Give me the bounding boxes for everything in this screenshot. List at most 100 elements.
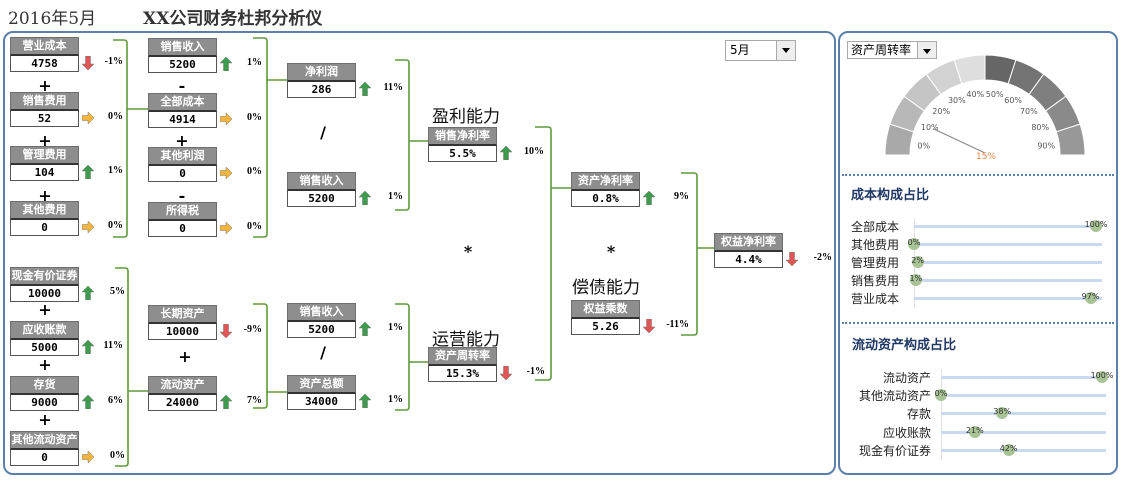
- node-change: 1%: [388, 394, 403, 405]
- node-change: 10%: [524, 146, 544, 157]
- node-value: 24000: [148, 395, 217, 411]
- asset_chart-value-label: 21%: [965, 425, 984, 435]
- month-select[interactable]: 5月: [725, 40, 796, 61]
- node-change: 0%: [247, 112, 262, 123]
- node-value: 10000: [10, 286, 79, 302]
- node-change: -1%: [526, 366, 545, 377]
- operator-plus: +: [175, 131, 189, 150]
- node-label: 销售收入: [287, 303, 356, 322]
- asset_chart-bar: [941, 448, 1106, 452]
- node-value: 10000: [148, 324, 217, 340]
- asset_chart-bar: [941, 394, 1106, 398]
- arrow-right-icon: [81, 219, 95, 234]
- node-value: 104: [10, 165, 79, 181]
- asset_chart-row-label: 现金有价证券: [858, 443, 931, 458]
- node-change: 1%: [388, 322, 403, 333]
- operator-plus: +: [38, 300, 52, 319]
- node-change: 5%: [110, 286, 125, 297]
- node-label: 权益乘数: [571, 300, 640, 319]
- cost_chart-value-label: 100%: [1084, 220, 1108, 229]
- node-label: 净利润: [287, 63, 356, 82]
- cost_chart-value-label: 1%: [909, 274, 923, 283]
- node-change: -2%: [813, 252, 832, 263]
- operator-plus: +: [178, 347, 192, 366]
- node-label: 营业成本: [10, 37, 79, 56]
- report-date: 2016年5月: [8, 9, 97, 29]
- node-label: 销售收入: [148, 38, 217, 57]
- arrow-right-icon: [81, 449, 95, 464]
- arrow-right-icon: [219, 165, 233, 180]
- node-label: 销售收入: [287, 172, 356, 191]
- gauge-tick-label: 80%: [1031, 123, 1049, 132]
- chevron-down-icon[interactable]: [917, 42, 936, 58]
- cost_chart-dot: [908, 238, 920, 250]
- node-value: 4.4%: [714, 252, 783, 268]
- node-change: 1%: [247, 57, 262, 68]
- arrow-right-icon: [219, 111, 233, 126]
- gauge-tick-label: 50%: [986, 90, 1004, 99]
- node-value: 5200: [148, 57, 217, 73]
- operator-divide: /: [320, 343, 326, 362]
- asset_chart-row-label: 应收账款: [882, 425, 931, 440]
- cost_chart-dot: [909, 274, 922, 286]
- node-value: 5200: [287, 322, 356, 338]
- bracket-connector: [253, 303, 287, 409]
- gauge-tick-label: 10%: [921, 123, 939, 132]
- operator-plus: +: [38, 76, 52, 95]
- node-value: 0: [10, 450, 79, 466]
- node-change: 1%: [388, 191, 403, 202]
- node-value: 286: [287, 82, 356, 98]
- node-label: 销售净利率: [428, 127, 497, 146]
- node-change: 0%: [247, 221, 262, 232]
- bracket-connector: [395, 59, 428, 211]
- node-value: 0: [148, 166, 217, 182]
- node-value: 0.8%: [571, 191, 640, 207]
- node-label: 销售费用: [10, 92, 79, 111]
- cost_chart-bar: [914, 243, 1102, 246]
- node-change: 11%: [103, 340, 123, 351]
- node-label: 流动资产: [148, 376, 217, 395]
- node-label: 长期资产: [148, 305, 217, 324]
- arrow-down-icon: [642, 318, 656, 334]
- asset_chart-value-label: 100%: [1090, 371, 1114, 380]
- bracket-connector: [535, 126, 571, 381]
- node-change: 9%: [674, 191, 689, 202]
- asset_chart-value-label: 38%: [993, 407, 1012, 417]
- node-label: 存货: [10, 376, 79, 395]
- operator-minus: -: [178, 186, 186, 205]
- gauge-tick-label: 70%: [1020, 107, 1038, 116]
- cost_chart-row-label: 其他费用: [851, 238, 900, 252]
- chevron-down-icon[interactable]: [776, 41, 795, 60]
- bracket-connector: [115, 267, 148, 467]
- node-label: 其他流动资产: [10, 431, 79, 450]
- node-label: 所得税: [148, 202, 217, 221]
- gauge-metric-value: 资产周转率: [851, 43, 912, 57]
- node-change: 0%: [110, 450, 125, 461]
- bracket-connector: [395, 303, 428, 411]
- asset-chart-title: 流动资产构成占比: [852, 338, 957, 353]
- gauge-segment: [1055, 123, 1086, 156]
- cost_chart-value-label: 2%: [911, 256, 924, 265]
- gauge-tick-label: 40%: [966, 90, 984, 99]
- gauge-metric-select[interactable]: 资产周转率: [847, 41, 937, 59]
- operator-multiply: *: [463, 242, 473, 261]
- cost_chart-row-label: 全部成本: [851, 220, 900, 234]
- operator-plus: +: [38, 131, 52, 150]
- node-value: 0: [10, 220, 79, 236]
- arrow-down-icon: [219, 323, 233, 339]
- node-label: 管理费用: [10, 146, 79, 165]
